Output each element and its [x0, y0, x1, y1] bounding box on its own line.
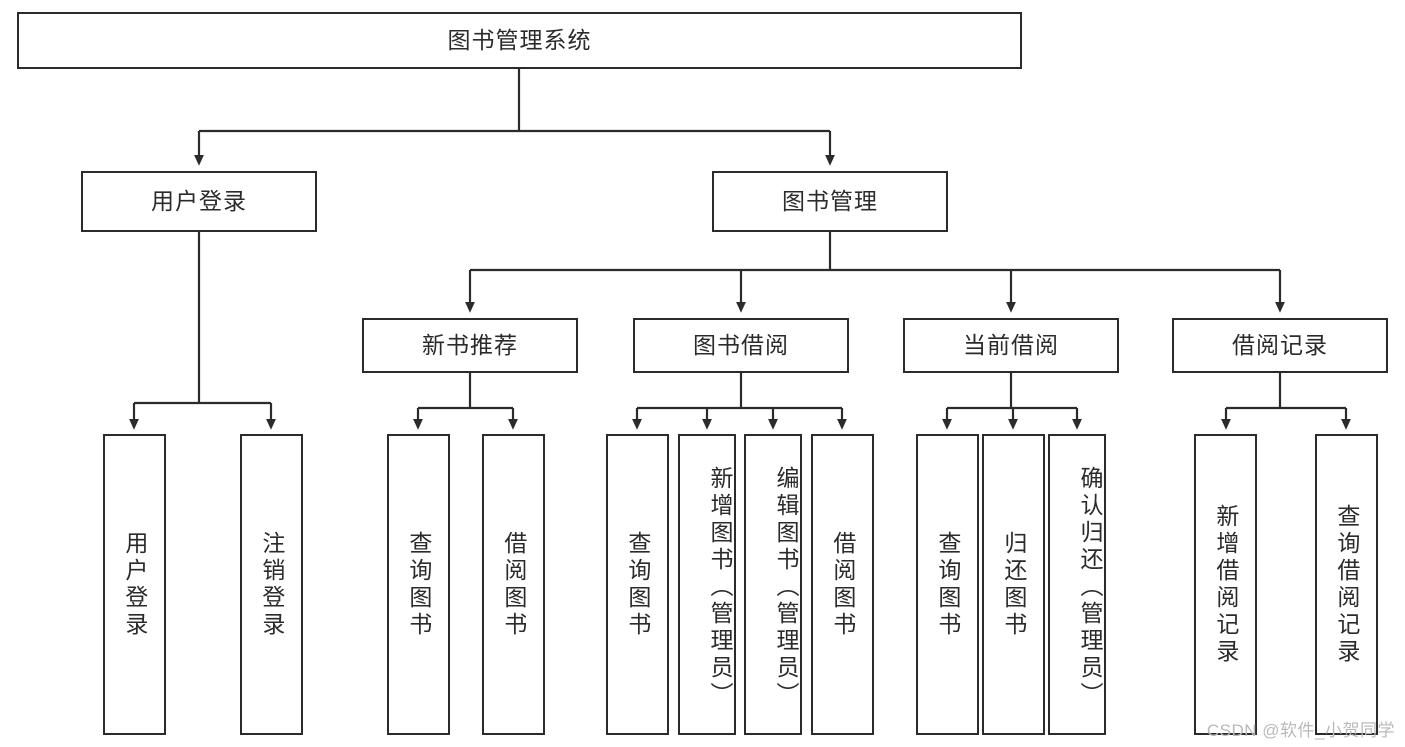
node-root-label: 图书管理系统 — [447, 26, 592, 53]
node-leaf-query-borrow-record[interactable]: 查询借阅记录 — [1315, 434, 1378, 735]
node-leaf-add-book[interactable]: 新增图书（管理员） — [678, 434, 736, 735]
node-leaf-user-login[interactable]: 用户登录 — [103, 434, 166, 735]
node-leaf-query-book-2-label: 查询图书 — [624, 530, 651, 639]
node-leaf-return-book[interactable]: 归还图书 — [982, 434, 1045, 735]
node-root[interactable]: 图书管理系统 — [17, 12, 1022, 69]
node-leaf-borrow-book-1[interactable]: 借阅图书 — [482, 434, 545, 735]
node-leaf-query-borrow-record-label: 查询借阅记录 — [1333, 503, 1360, 666]
edges — [129, 69, 1351, 430]
node-book-borrow-label: 图书借阅 — [693, 331, 789, 358]
node-user-login-label: 用户登录 — [151, 187, 247, 214]
node-borrow-record[interactable]: 借阅记录 — [1172, 318, 1388, 373]
node-leaf-logout[interactable]: 注销登录 — [240, 434, 303, 735]
node-new-book-recommend-label: 新书推荐 — [422, 331, 518, 358]
node-leaf-borrow-book-2[interactable]: 借阅图书 — [811, 434, 874, 735]
node-leaf-user-login-label: 用户登录 — [121, 530, 148, 639]
node-leaf-borrow-book-1-label: 借阅图书 — [500, 530, 527, 639]
node-borrow-record-label: 借阅记录 — [1232, 331, 1328, 358]
node-leaf-query-book-3-label: 查询图书 — [934, 530, 961, 639]
node-leaf-return-book-label: 归还图书 — [1000, 530, 1027, 639]
node-leaf-query-book-3[interactable]: 查询图书 — [916, 434, 979, 735]
node-leaf-query-book-1-label: 查询图书 — [405, 530, 432, 639]
node-leaf-add-borrow-record-label: 新增借阅记录 — [1212, 503, 1239, 666]
node-leaf-confirm-return[interactable]: 确认归还（管理员） — [1048, 434, 1106, 735]
node-leaf-query-book-2[interactable]: 查询图书 — [606, 434, 669, 735]
node-book-management-label: 图书管理 — [782, 187, 878, 214]
node-leaf-add-book-label: 新增图书（管理员） — [707, 466, 733, 709]
node-leaf-borrow-book-2-label: 借阅图书 — [829, 530, 856, 639]
node-current-borrow[interactable]: 当前借阅 — [903, 318, 1119, 373]
node-leaf-add-borrow-record[interactable]: 新增借阅记录 — [1194, 434, 1257, 735]
node-book-borrow[interactable]: 图书借阅 — [633, 318, 849, 373]
node-leaf-edit-book[interactable]: 编辑图书（管理员） — [744, 434, 802, 735]
node-leaf-confirm-return-label: 确认归还（管理员） — [1077, 466, 1103, 709]
node-leaf-edit-book-label: 编辑图书（管理员） — [773, 466, 799, 709]
node-current-borrow-label: 当前借阅 — [963, 331, 1059, 358]
node-new-book-recommend[interactable]: 新书推荐 — [362, 318, 578, 373]
node-leaf-query-book-1[interactable]: 查询图书 — [387, 434, 450, 735]
node-user-login[interactable]: 用户登录 — [81, 171, 317, 232]
node-leaf-logout-label: 注销登录 — [258, 530, 285, 639]
node-book-management[interactable]: 图书管理 — [712, 171, 948, 232]
